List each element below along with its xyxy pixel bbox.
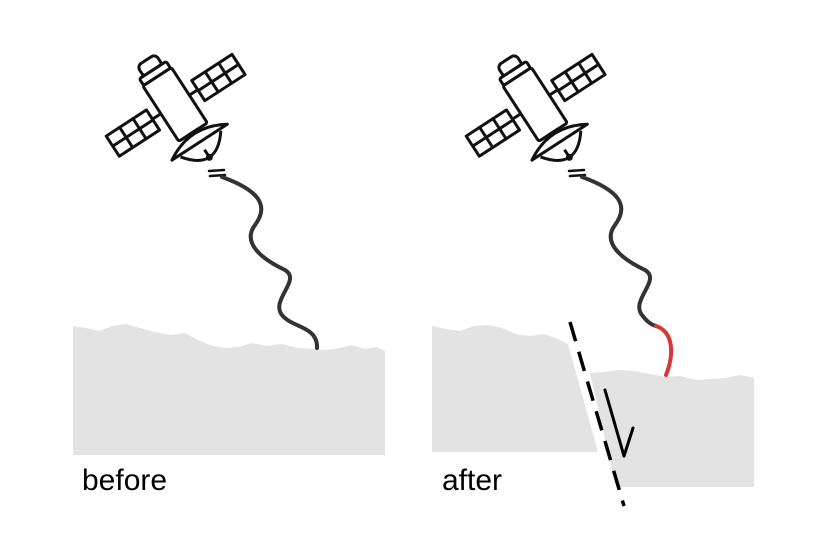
fault-line bbox=[568, 321, 626, 507]
satellite-icon bbox=[441, 17, 635, 202]
before-label: before bbox=[82, 464, 168, 497]
after-label: after bbox=[442, 464, 503, 497]
satellite-icon bbox=[81, 17, 275, 202]
signal-extension-red bbox=[654, 324, 674, 377]
ground-after-upthrown-block bbox=[432, 325, 598, 452]
arrow-down-icon bbox=[603, 388, 635, 458]
signal-wave-after bbox=[580, 175, 658, 328]
ground-before bbox=[73, 324, 385, 455]
signal-wave-before bbox=[220, 175, 320, 350]
after-panel bbox=[432, 17, 754, 507]
before-panel bbox=[73, 17, 385, 455]
ground-after-downthrown-block bbox=[590, 370, 754, 487]
